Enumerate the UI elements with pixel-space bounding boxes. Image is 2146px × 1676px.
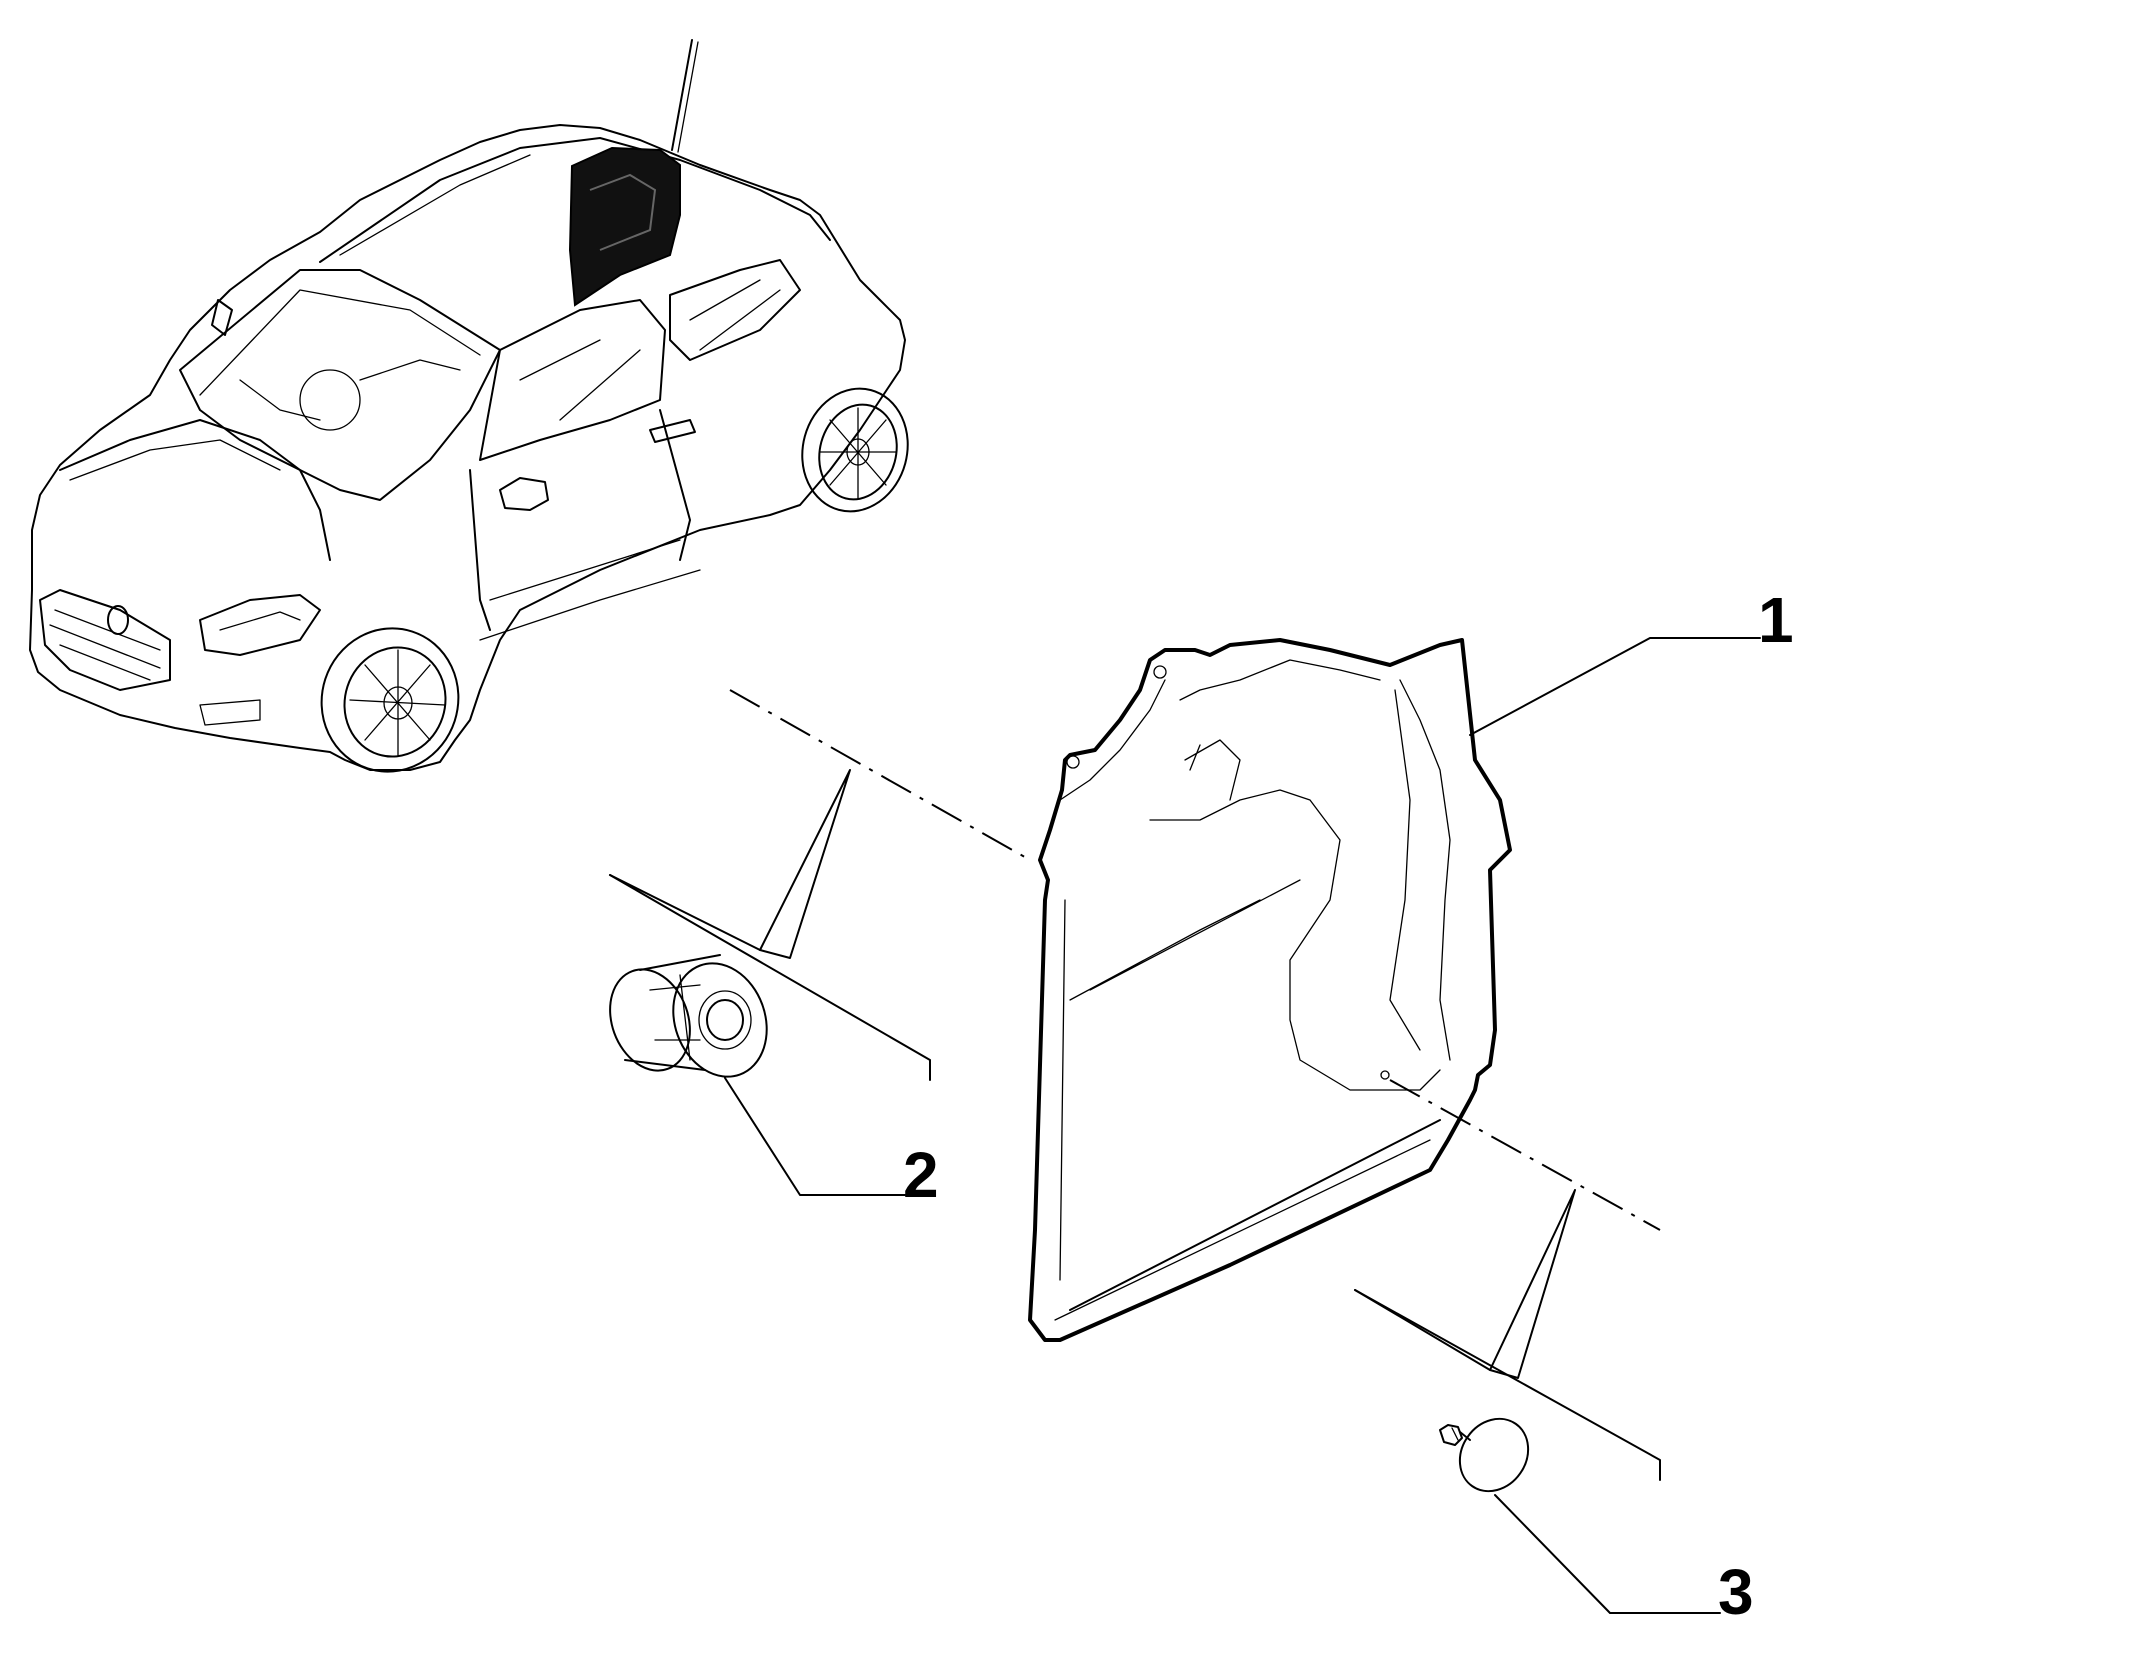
trim-panel [1028, 638, 1512, 1342]
highlighted-part-location [568, 146, 681, 307]
push-clip [1439, 1417, 1530, 1493]
spacer-bush [609, 954, 768, 1078]
assembly-axis-upper [729, 689, 1031, 861]
callout-3-leader [1494, 1494, 1721, 1614]
rear-wheel-icon [801, 387, 909, 513]
callout-1-leader [1469, 637, 1761, 736]
front-wheel-icon [320, 627, 460, 773]
callout-3: 3 [1718, 1556, 1754, 1628]
car-location-view [29, 39, 909, 773]
callout-1: 1 [1758, 584, 1794, 656]
callout-2: 2 [903, 1139, 939, 1211]
assembly-axis-lower [1389, 1079, 1661, 1231]
callout-2-leader [724, 1077, 906, 1196]
